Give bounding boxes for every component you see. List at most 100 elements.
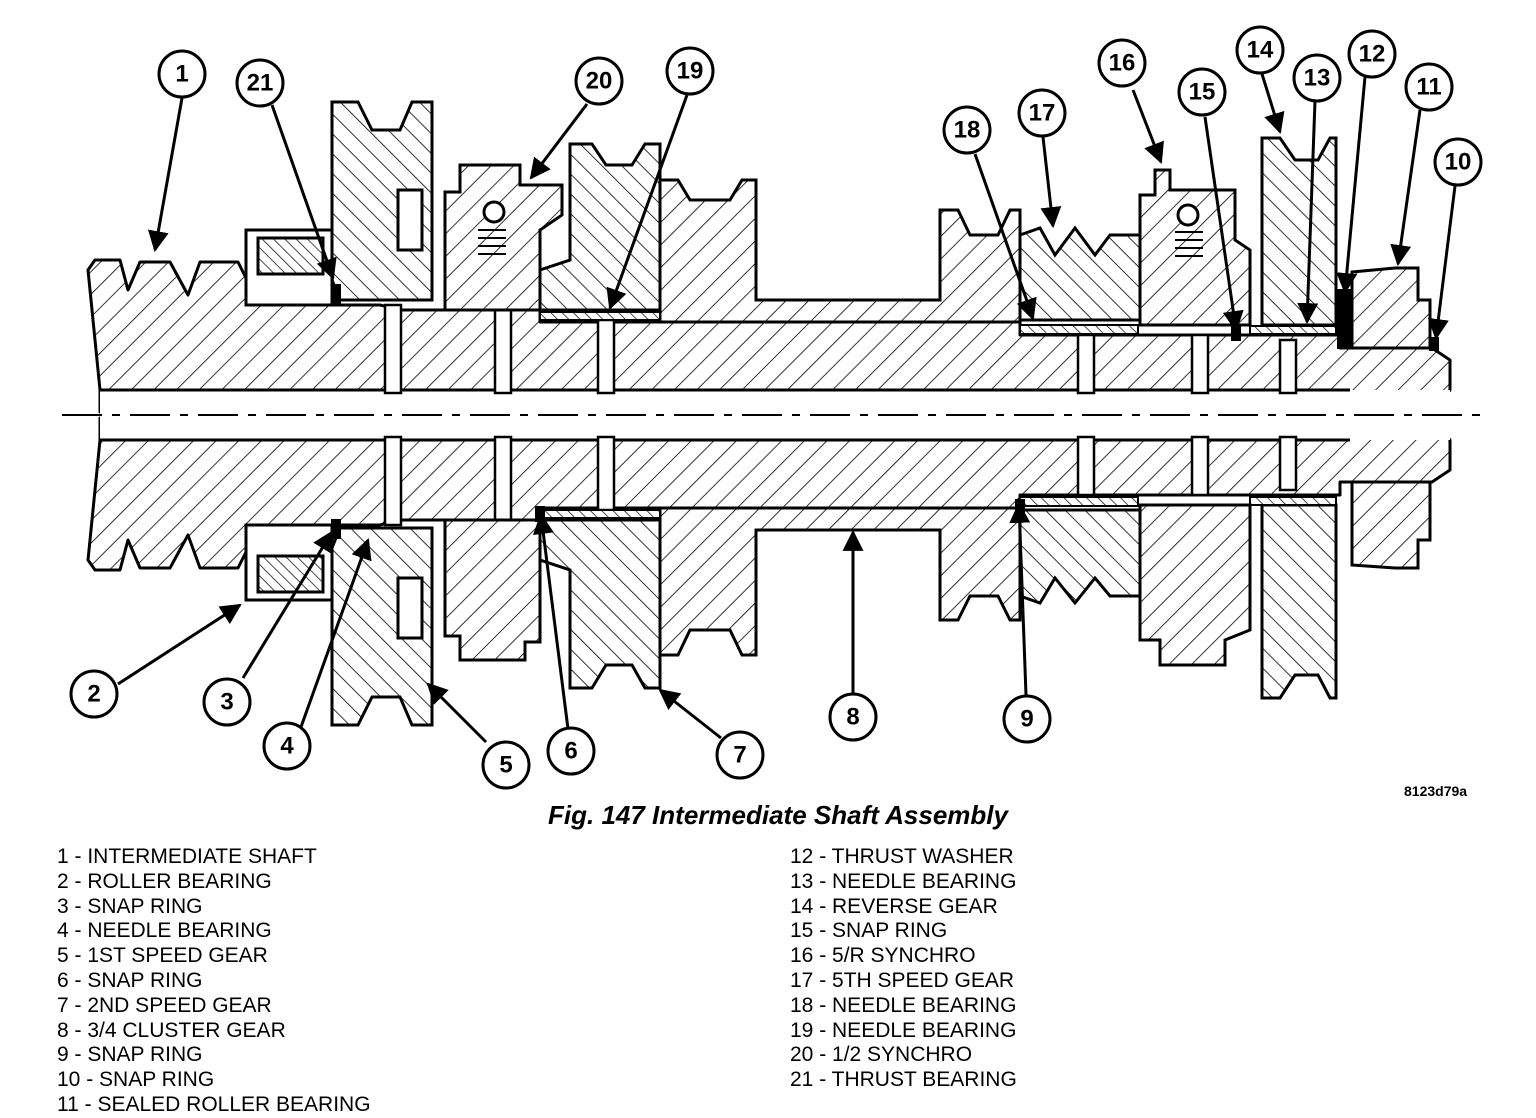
legend-item: 6 - SNAP RING: [57, 968, 203, 992]
callout-number: 12: [1359, 40, 1386, 67]
callout-14: 14: [1235, 25, 1285, 75]
sealed-roller-bearing: [1350, 266, 1432, 570]
callout-number: 17: [1029, 99, 1056, 126]
callout-6: 6: [546, 726, 596, 776]
callout-number: 11: [1416, 73, 1441, 100]
callout-number: 1: [175, 60, 188, 87]
callout-circle: [157, 49, 207, 99]
callout-circle: [574, 56, 624, 106]
callout-10: 10: [1433, 137, 1483, 187]
legend-item: 5 - 1ST SPEED GEAR: [57, 944, 268, 968]
callout-number: 7: [733, 741, 746, 768]
second-speed-gear: [538, 142, 662, 690]
legend-item: 1 - INTERMEDIATE SHAFT: [57, 845, 317, 868]
callout-circle: [1292, 53, 1342, 103]
callout-circle: [1177, 67, 1227, 117]
callout-number: 5: [499, 751, 512, 778]
callout-circle: [942, 105, 992, 155]
callout-circle: [69, 669, 119, 719]
legend-item: 16 - 5/R SYNCHRO: [790, 944, 976, 968]
callout-number: 21: [247, 69, 274, 96]
callout-8: 8: [828, 692, 878, 742]
callout-circle: [1404, 62, 1454, 112]
callout-circle: [1097, 38, 1147, 88]
callout-17: 17: [1017, 88, 1067, 138]
callout-21: 21: [235, 58, 285, 108]
callout-11: 11: [1404, 62, 1454, 112]
figure-title: Fig. 147 Intermediate Shaft Assembly: [0, 800, 1536, 831]
callout-3: 3: [202, 677, 252, 727]
legend-item: 9 - SNAP RING: [57, 1043, 203, 1067]
callout-circle: [1002, 694, 1052, 744]
legend-item: 8 - 3/4 CLUSTER GEAR: [57, 1018, 286, 1042]
figure-id: 8123d79a: [1404, 783, 1468, 799]
callout-12: 12: [1347, 29, 1397, 79]
fifth-speed-gear: [1018, 225, 1142, 606]
legend-left: 1 - INTERMEDIATE SHAFT 2 - ROLLER BEARIN…: [57, 845, 371, 1118]
callout-number: 15: [1189, 78, 1216, 105]
legend-item: 15 - SNAP RING: [790, 919, 948, 943]
callout-circle: [481, 740, 531, 790]
callout-2: 2: [69, 669, 119, 719]
callout-number: 2: [87, 680, 100, 707]
legend-right: 12 - THRUST WASHER 13 - NEEDLE BEARING 1…: [790, 845, 1017, 1093]
callout-circle: [202, 677, 252, 727]
legend-item: 2 - ROLLER BEARING: [57, 869, 272, 893]
roller-bearing: [244, 228, 334, 602]
legend-item: 17 - 5TH SPEED GEAR: [790, 968, 1015, 992]
callout-circle: [1235, 25, 1285, 75]
callout-4: 4: [262, 721, 312, 771]
legend-item: 20 - 1/2 SYNCHRO: [790, 1043, 973, 1067]
legend-item: 13 - NEEDLE BEARING: [790, 869, 1017, 893]
callout-number: 3: [220, 688, 233, 715]
legend-item: 3 - SNAP RING: [57, 894, 203, 918]
callout-number: 18: [954, 116, 981, 143]
legend-item: 12 - THRUST WASHER: [790, 845, 1014, 868]
callout-circle: [262, 721, 312, 771]
callout-19: 19: [665, 46, 715, 96]
callout-number: 6: [564, 737, 577, 764]
callout-5: 5: [481, 740, 531, 790]
legend-item: 11 - SEALED ROLLER BEARING: [57, 1092, 371, 1116]
first-speed-gear: [330, 100, 434, 727]
legend-item: 14 - REVERSE GEAR: [790, 894, 998, 918]
legend-item: 21 - THRUST BEARING: [790, 1068, 1017, 1092]
callout-circle: [235, 58, 285, 108]
callout-16: 16: [1097, 38, 1147, 88]
oil-passages: [383, 303, 1298, 527]
callout-1: 1: [157, 49, 207, 99]
callout-20: 20: [574, 56, 624, 106]
figure-title-text: Fig. 147 Intermediate Shaft Assembly: [548, 800, 1008, 830]
callout-number: 10: [1445, 148, 1472, 175]
callout-number: 9: [1020, 705, 1033, 732]
callout-number: 19: [677, 57, 704, 84]
legend-item: 18 - NEEDLE BEARING: [790, 993, 1017, 1017]
callout-circle: [665, 46, 715, 96]
callout-circle: [1017, 88, 1067, 138]
reverse-gear: [1260, 136, 1338, 700]
callout-number: 16: [1109, 49, 1136, 76]
callout-number: 13: [1304, 64, 1331, 91]
callout-number: 4: [280, 732, 294, 759]
callout-9: 9: [1002, 694, 1052, 744]
callout-circle: [546, 726, 596, 776]
five-reverse-synchro: [1138, 168, 1252, 667]
leader-lines: [117, 73, 1457, 744]
callout-13: 13: [1292, 53, 1342, 103]
callout-number: 8: [846, 703, 859, 730]
callout-number: 14: [1247, 36, 1274, 63]
callout-number: 20: [586, 67, 613, 94]
legend-item: 10 - SNAP RING: [57, 1068, 215, 1092]
callout-circle: [715, 730, 765, 780]
callout-circle: [1433, 137, 1483, 187]
callout-15: 15: [1177, 67, 1227, 117]
legend-item: 7 - 2ND SPEED GEAR: [57, 993, 272, 1017]
callout-circle: [828, 692, 878, 742]
callout-18: 18: [942, 105, 992, 155]
legend-item: 19 - NEEDLE BEARING: [790, 1018, 1017, 1042]
callout-7: 7: [715, 730, 765, 780]
legend-item: 4 - NEEDLE BEARING: [57, 919, 272, 943]
one-two-synchro: [443, 163, 564, 662]
